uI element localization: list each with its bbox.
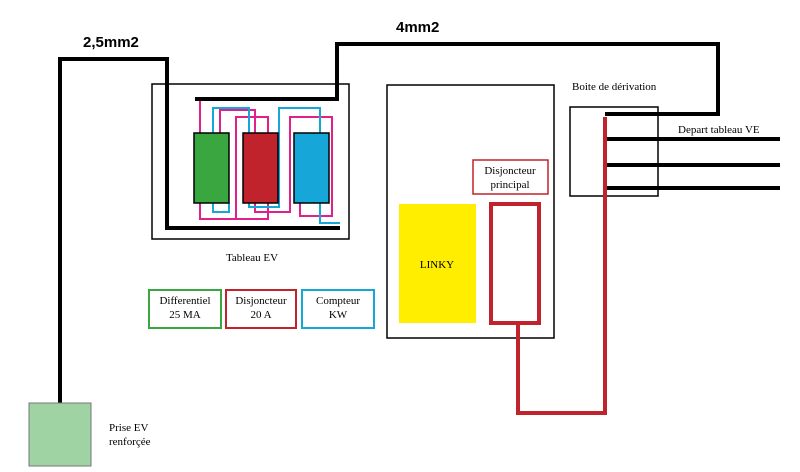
main-breaker [489, 202, 541, 325]
legend-meter-line1: Compteur [316, 295, 360, 307]
black-4mm2-wire [195, 42, 720, 116]
legend-differential-line2: 25 MA [169, 309, 201, 321]
ev-panel-enclosure [151, 83, 350, 240]
ev-outlet-label-line2: renforçée [109, 436, 151, 448]
main-breaker-label-line2: principal [490, 179, 529, 191]
linky-meter [399, 204, 476, 323]
kw-meter-module [293, 132, 330, 204]
legend-meter-line2: KW [329, 309, 348, 321]
legend-meter: Compteur KW [301, 289, 375, 329]
main-breaker-label-line1: Disjoncteur [484, 165, 536, 177]
legend-breaker-line1: Disjoncteur [235, 295, 287, 307]
ev-panel-label: Tableau EV [226, 252, 278, 264]
linky-label: LINKY [420, 259, 454, 271]
ev-outlet [28, 402, 92, 467]
depart-label: Depart tableau VE [678, 124, 760, 136]
legend-breaker: Disjoncteur 20 A [225, 289, 297, 329]
circuit-breaker-module [242, 132, 279, 204]
differential-breaker-module [193, 132, 230, 204]
junction-box [569, 106, 659, 197]
ev-outlet-label-line1: Prise EV [109, 422, 148, 434]
wire-section-4mm2: 4mm2 [396, 19, 439, 36]
black-feed-wire [58, 57, 340, 403]
meter-enclosure [386, 84, 555, 339]
legend-differential-line1: Differentiel [159, 295, 210, 307]
legend-breaker-line2: 20 A [250, 309, 271, 321]
legend-differential: Differentiel 25 MA [148, 289, 222, 329]
red-main-wire [516, 117, 607, 415]
blue-wiring [212, 107, 340, 224]
main-breaker-label-box [472, 159, 549, 195]
wire-section-2-5mm2: 2,5mm2 [83, 34, 139, 51]
junction-box-label: Boite de dérivation [572, 81, 657, 93]
